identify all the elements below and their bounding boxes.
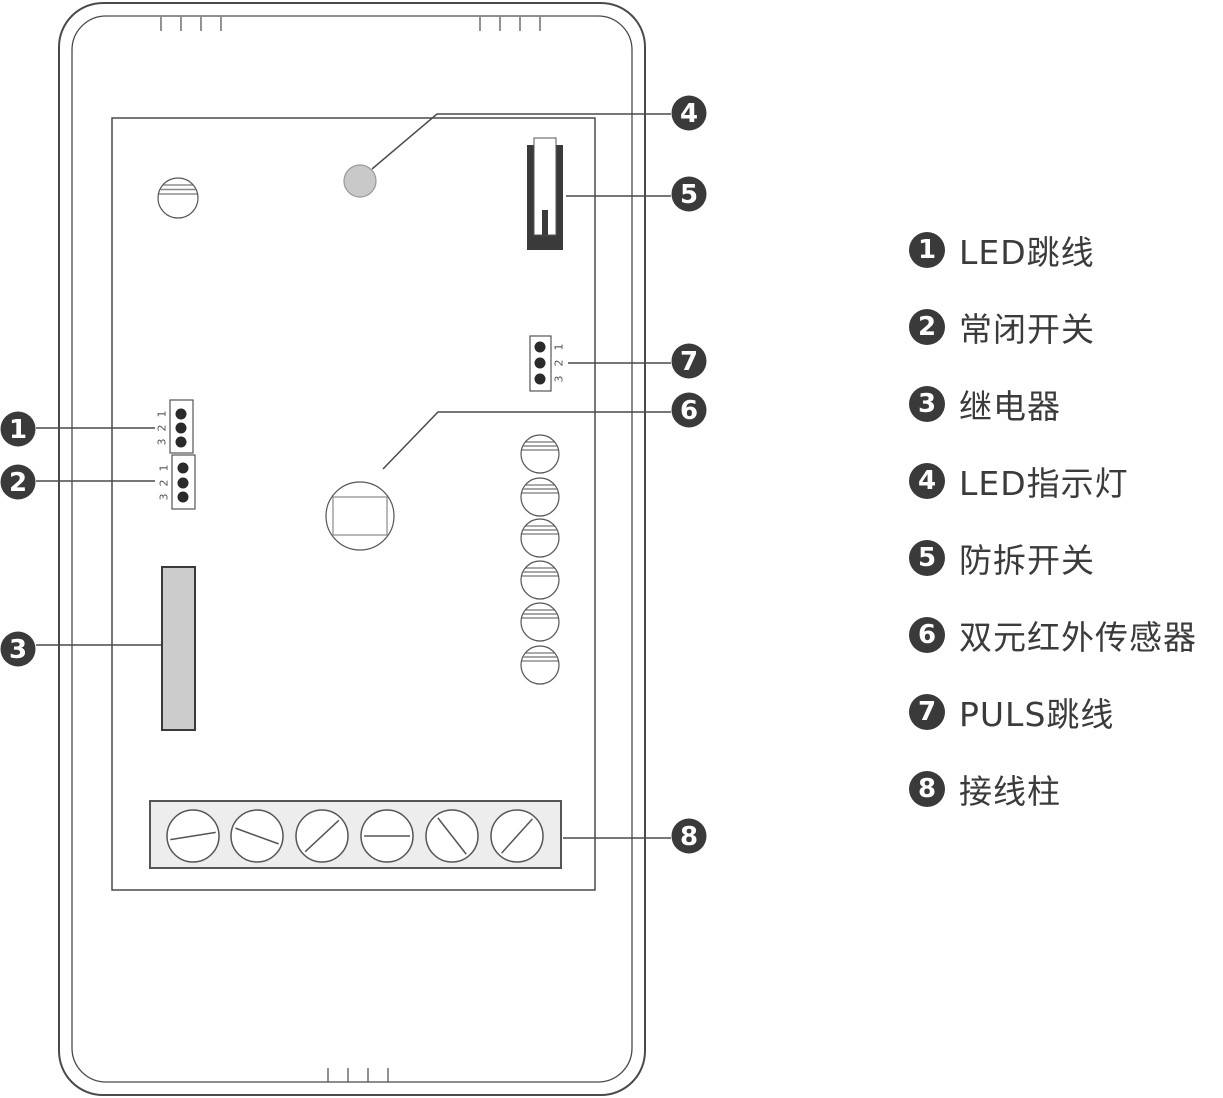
led-indicator [343, 164, 377, 198]
puls-pin-label: 3 [553, 376, 566, 383]
screw-icon [520, 518, 560, 558]
callout-2: 2 [0, 464, 36, 500]
legend-label: 防拆开关 [959, 541, 1095, 580]
jumper-pin [175, 436, 187, 448]
legend-item-led-jumper: 1 LED跳线 [909, 230, 1197, 272]
led-jumper: 1 2 3 [156, 399, 194, 454]
nc-switch-jumper: 1 2 3 [158, 454, 196, 510]
led-jumper-pin-label: 2 [156, 425, 169, 432]
tamper-switch [527, 137, 563, 250]
pcb-outline [111, 117, 596, 891]
nc-jumper-pin-label: 1 [158, 465, 171, 472]
jumper-pin [177, 462, 189, 474]
legend: 1 LED跳线 2 常闭开关 3 继电器 4 LED指示灯 5 防拆开关 6 双… [909, 230, 1197, 811]
legend-number-badge: 2 [909, 309, 945, 345]
jumper-pin [534, 357, 546, 369]
callout-2-number: 2 [9, 468, 27, 498]
legend-number-badge: 5 [909, 540, 945, 576]
callout-3-number: 3 [9, 635, 27, 665]
legend-number-badge: 7 [909, 694, 945, 730]
legend-number-badge: 6 [909, 617, 945, 653]
bottom-vent-ticks [327, 1068, 389, 1082]
led-jumper-pin-label: 3 [156, 439, 169, 446]
screw-icon [520, 645, 560, 685]
legend-item-led-indicator: 4 LED指示灯 [909, 461, 1197, 503]
callout-7-number: 7 [680, 347, 698, 377]
case-inner-outline [71, 15, 633, 1083]
screw-column [520, 434, 560, 685]
leader-lines [36, 113, 671, 839]
legend-number-badge: 3 [909, 386, 945, 422]
callout-6-number: 6 [680, 396, 698, 426]
callout-8: 8 [671, 818, 707, 854]
callout-5-number: 5 [680, 180, 698, 210]
legend-label: 接线柱 [959, 772, 1061, 811]
callout-3: 3 [0, 631, 36, 667]
screw-icon [520, 560, 560, 600]
legend-label: LED指示灯 [959, 464, 1129, 503]
legend-item-puls-jumper: 7 PULS跳线 [909, 692, 1197, 734]
screw-icon [520, 477, 560, 517]
callout-5: 5 [671, 176, 707, 212]
screw-icon [157, 177, 199, 219]
callout-1: 1 [0, 411, 36, 447]
screw-icon [520, 434, 560, 474]
top-vent-ticks-left [160, 17, 222, 31]
legend-item-pir-sensor: 6 双元红外传感器 [909, 615, 1197, 657]
terminal-block [149, 800, 562, 869]
nc-jumper-pin-label: 2 [158, 480, 171, 487]
legend-label: 继电器 [959, 387, 1061, 426]
pir-sensor [325, 481, 395, 551]
puls-pin-label: 1 [553, 344, 566, 351]
jumper-pin [534, 341, 546, 353]
top-vent-ticks-right [479, 17, 541, 31]
callout-4: 4 [671, 95, 707, 131]
led-jumper-pin-label: 1 [156, 411, 169, 418]
jumper-pin [175, 422, 187, 434]
legend-label: 常闭开关 [959, 310, 1095, 349]
callout-1-number: 1 [9, 415, 27, 445]
jumper-pin [175, 408, 187, 420]
callout-4-number: 4 [680, 99, 698, 129]
jumper-pin [534, 373, 546, 385]
jumper-pin [177, 491, 189, 503]
callout-8-number: 8 [680, 822, 698, 852]
legend-label: PULS跳线 [959, 695, 1115, 734]
jumper-pin [177, 477, 189, 489]
puls-pin-label: 2 [553, 360, 566, 367]
leader-4 [371, 113, 671, 170]
legend-label: 双元红外传感器 [959, 618, 1197, 657]
case-outer-outline [58, 2, 646, 1096]
legend-item-relay: 3 继电器 [909, 384, 1197, 426]
legend-number-badge: 8 [909, 771, 945, 807]
legend-item-tamper-switch: 5 防拆开关 [909, 538, 1197, 580]
leader-6 [382, 411, 671, 470]
relay [161, 566, 196, 731]
puls-jumper: 1 2 3 [529, 335, 566, 392]
screw-icon [520, 602, 560, 642]
nc-jumper-pin-label: 3 [158, 494, 171, 501]
legend-item-nc-switch: 2 常闭开关 [909, 307, 1197, 349]
legend-label: LED跳线 [959, 233, 1095, 272]
callout-7: 7 [671, 343, 707, 379]
legend-item-terminal-block: 8 接线柱 [909, 769, 1197, 811]
callout-6: 6 [671, 392, 707, 428]
legend-number-badge: 1 [909, 232, 945, 268]
legend-number-badge: 4 [909, 463, 945, 499]
